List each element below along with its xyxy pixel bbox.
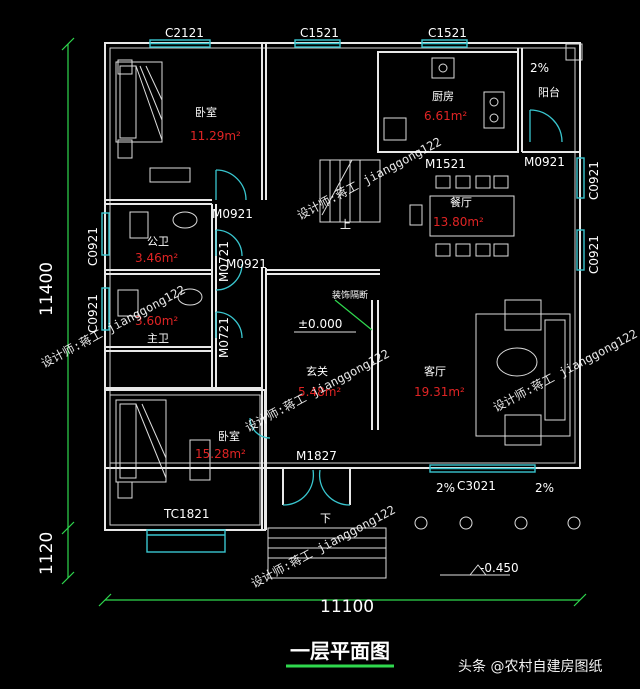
room-name: 玄关 bbox=[306, 364, 328, 378]
room-name: 卧室 bbox=[195, 105, 217, 119]
window-label: C2121 bbox=[165, 26, 204, 40]
room-name: 厨房 bbox=[432, 90, 454, 103]
room-area: 13.80m² bbox=[433, 215, 484, 229]
room-name: 餐厅 bbox=[450, 195, 472, 209]
door-label: M0921 bbox=[212, 207, 253, 221]
door-label: M0921 bbox=[226, 257, 267, 271]
door-label: M1521 bbox=[425, 157, 466, 171]
room-name: 公卫 bbox=[147, 235, 169, 248]
total-height-label: 11400 bbox=[37, 262, 57, 316]
room-name: 阳台 bbox=[538, 85, 560, 99]
room-name: 主卫 bbox=[147, 332, 169, 345]
room-area: 3.60m² bbox=[135, 314, 178, 328]
slope-label: 2% bbox=[436, 481, 455, 495]
room-name: 客厅 bbox=[424, 364, 446, 378]
door-label: M0721 bbox=[217, 241, 231, 282]
window-label: C0921 bbox=[587, 161, 601, 200]
window-label: C3021 bbox=[457, 479, 496, 493]
room-area: 5.48m² bbox=[298, 385, 341, 399]
room-area: 3.46m² bbox=[135, 251, 178, 265]
partition-label: 装饰隔断 bbox=[332, 289, 368, 301]
window-label: C0921 bbox=[587, 235, 601, 274]
window-label: TC1821 bbox=[163, 507, 210, 521]
windows bbox=[101, 39, 585, 473]
stair-height-label: 1120 bbox=[37, 532, 57, 575]
window-label: C0921 bbox=[86, 227, 100, 266]
room-area: 15.28m² bbox=[195, 447, 246, 461]
room-area: 19.31m² bbox=[414, 385, 465, 399]
interior-walls bbox=[105, 43, 580, 530]
partition-leader bbox=[334, 299, 373, 331]
window-label: C1521 bbox=[300, 26, 339, 40]
slope-label: 2% bbox=[535, 481, 554, 495]
room-area: 6.61m² bbox=[424, 109, 467, 123]
footer-credit: 头条 @农村自建房图纸 bbox=[458, 658, 602, 675]
total-width-label: 11100 bbox=[320, 597, 374, 617]
window-label: C1521 bbox=[428, 26, 467, 40]
door-label: M0721 bbox=[217, 317, 231, 358]
level-label: ±0.000 bbox=[298, 317, 342, 331]
window-label: C0921 bbox=[86, 294, 100, 333]
level-label: -0.450 bbox=[480, 561, 519, 575]
stair-down-label: 下 bbox=[320, 512, 331, 525]
watermark: 设计师:蒋工 jianggong122 bbox=[295, 135, 444, 223]
doors bbox=[215, 109, 563, 506]
room-name: 卧室 bbox=[218, 429, 240, 443]
drawing-title: 一层平面图 bbox=[290, 639, 390, 663]
room-area: 11.29m² bbox=[190, 129, 241, 143]
stair-up-label: 上 bbox=[340, 218, 351, 231]
slope-label: 2% bbox=[530, 61, 549, 75]
door-label: M0921 bbox=[524, 155, 565, 169]
dimension-lines bbox=[61, 37, 587, 607]
door-label: M1827 bbox=[296, 449, 337, 463]
labels: C2121 C1521 C1521 C0921 C0921 C0921 C092… bbox=[37, 26, 601, 617]
furniture bbox=[115, 43, 583, 579]
